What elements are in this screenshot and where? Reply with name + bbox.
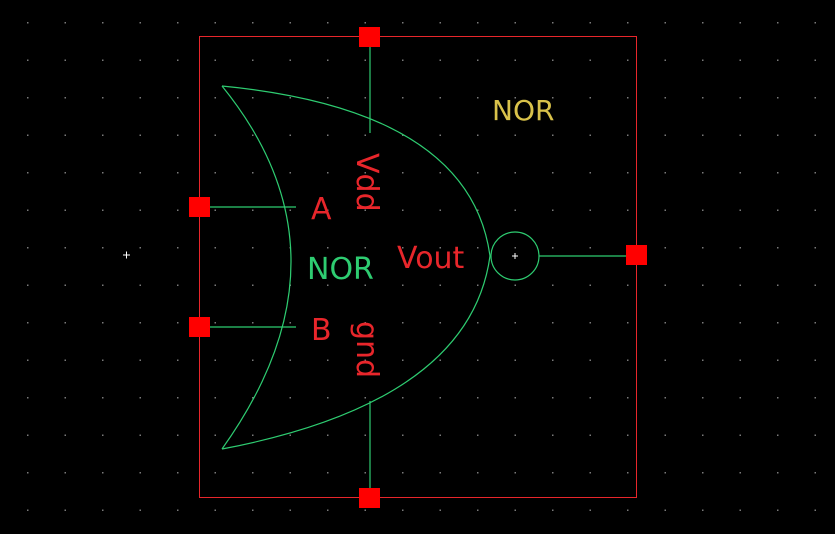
origin-marker-left (123, 251, 130, 259)
pin-label-vout: Vout (397, 241, 465, 276)
gate-back-curve (221, 85, 292, 450)
origin-marker-bubble (512, 253, 518, 259)
pin-label-gnd: gnd (349, 321, 384, 378)
pin-label-b: B (311, 313, 332, 348)
pin-label-a: A (311, 192, 332, 227)
pins[interactable] (189, 27, 647, 508)
symbol-boundary[interactable] (199, 36, 637, 498)
pin-square-icon-b[interactable] (189, 317, 210, 337)
pin-square-icon-gnd[interactable] (359, 488, 380, 508)
gate-top-curve (221, 85, 491, 257)
nor-gate-icon (221, 85, 491, 450)
pin-square-icon-a[interactable] (189, 197, 210, 217)
pin-label-vdd: Vdd (349, 153, 384, 212)
pin-wires (199, 37, 636, 497)
pin-square-icon-vout[interactable] (626, 245, 647, 265)
instance-name-label: NOR (492, 94, 554, 127)
gate-bottom-curve (221, 255, 491, 450)
pin-square-icon-vdd[interactable] (359, 27, 380, 47)
cell-name-label: NOR (307, 252, 374, 287)
